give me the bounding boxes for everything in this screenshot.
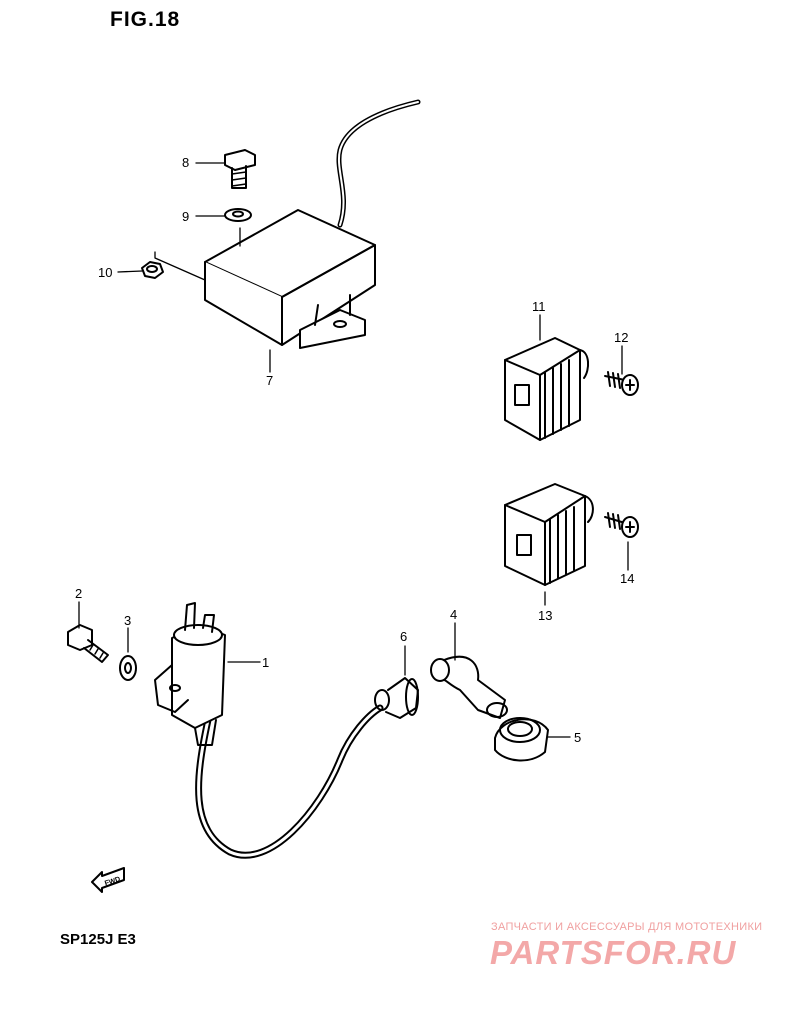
leader-lines xyxy=(78,162,629,738)
callout-10: 10 xyxy=(98,265,112,280)
callout-3: 3 xyxy=(124,613,131,628)
callout-2: 2 xyxy=(75,586,82,601)
seal-5 xyxy=(494,717,549,762)
washer-3 xyxy=(119,655,137,681)
callout-7: 7 xyxy=(266,373,273,388)
figure-title: FIG.18 xyxy=(110,8,181,31)
washer-9 xyxy=(224,208,252,222)
callout-6: 6 xyxy=(400,629,407,644)
callout-1: 1 xyxy=(262,655,269,670)
grommet-6 xyxy=(374,677,419,719)
fwd-arrow xyxy=(91,867,125,893)
fwd-label: FWD xyxy=(104,876,121,888)
callout-12: 12 xyxy=(614,330,628,345)
bolt-2 xyxy=(67,624,109,663)
callout-5: 5 xyxy=(574,730,581,745)
screw-14 xyxy=(604,512,639,538)
callout-8: 8 xyxy=(182,155,189,170)
nut-10 xyxy=(141,261,164,279)
regulator-11 xyxy=(504,337,590,441)
ignition-coil xyxy=(154,602,384,859)
watermark-subtitle: ЗАПЧАСТИ И АКСЕССУАРЫ ДЛЯ МОТОТЕХНИКИ xyxy=(491,921,763,933)
callout-11: 11 xyxy=(532,299,546,314)
callout-13: 13 xyxy=(538,608,552,623)
callout-14: 14 xyxy=(620,571,634,586)
bolt-8 xyxy=(224,149,256,189)
callout-9: 9 xyxy=(182,209,189,224)
screw-12 xyxy=(604,371,639,396)
model-code: SP125J E3 xyxy=(60,931,136,948)
callout-numbers: 1 2 3 4 5 6 7 8 9 10 11 12 13 14 FWD xyxy=(75,155,634,888)
cdi-unit xyxy=(204,99,421,349)
regulator-13 xyxy=(504,483,594,586)
callout-4: 4 xyxy=(450,607,457,622)
watermark-brand: PARTSFOR.RU xyxy=(490,934,737,971)
plug-cap-4 xyxy=(430,655,508,719)
